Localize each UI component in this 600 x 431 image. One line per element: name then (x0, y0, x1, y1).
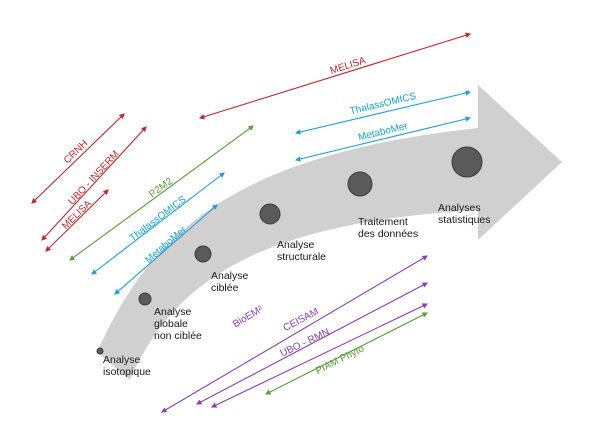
step-node-4 (259, 203, 281, 225)
partner-label-1: MELISA (329, 55, 368, 77)
partner-arrow-9 (114, 204, 218, 295)
step-label-1: Analyse isotopique (103, 354, 151, 378)
step-label-3: Analyse ciblée (211, 270, 249, 294)
step-label-6: Analyses statistiques (438, 202, 491, 226)
partner-arrow-13 (265, 312, 428, 395)
step-label-2: Analyse globale non ciblée (154, 306, 202, 342)
step-node-5 (347, 171, 373, 197)
step-label-5: Traitement des données (358, 216, 419, 240)
partner-label-4: CRNH (62, 138, 90, 166)
partner-label-7: P2M2 (147, 176, 175, 201)
step-node-2 (138, 292, 152, 306)
partner-arrow-1 (198, 32, 472, 120)
partner-arrow-3 (294, 116, 472, 162)
partner-label-2: ThalassOMICS (349, 91, 418, 117)
partner-label-10: BioEM² (231, 304, 265, 330)
partner-label-13: PIAM Phyto (314, 343, 367, 377)
step-node-1 (96, 347, 104, 355)
step-label-4: Analyse structurale (277, 239, 327, 263)
step-node-6 (451, 146, 483, 178)
step-node-3 (194, 245, 212, 263)
